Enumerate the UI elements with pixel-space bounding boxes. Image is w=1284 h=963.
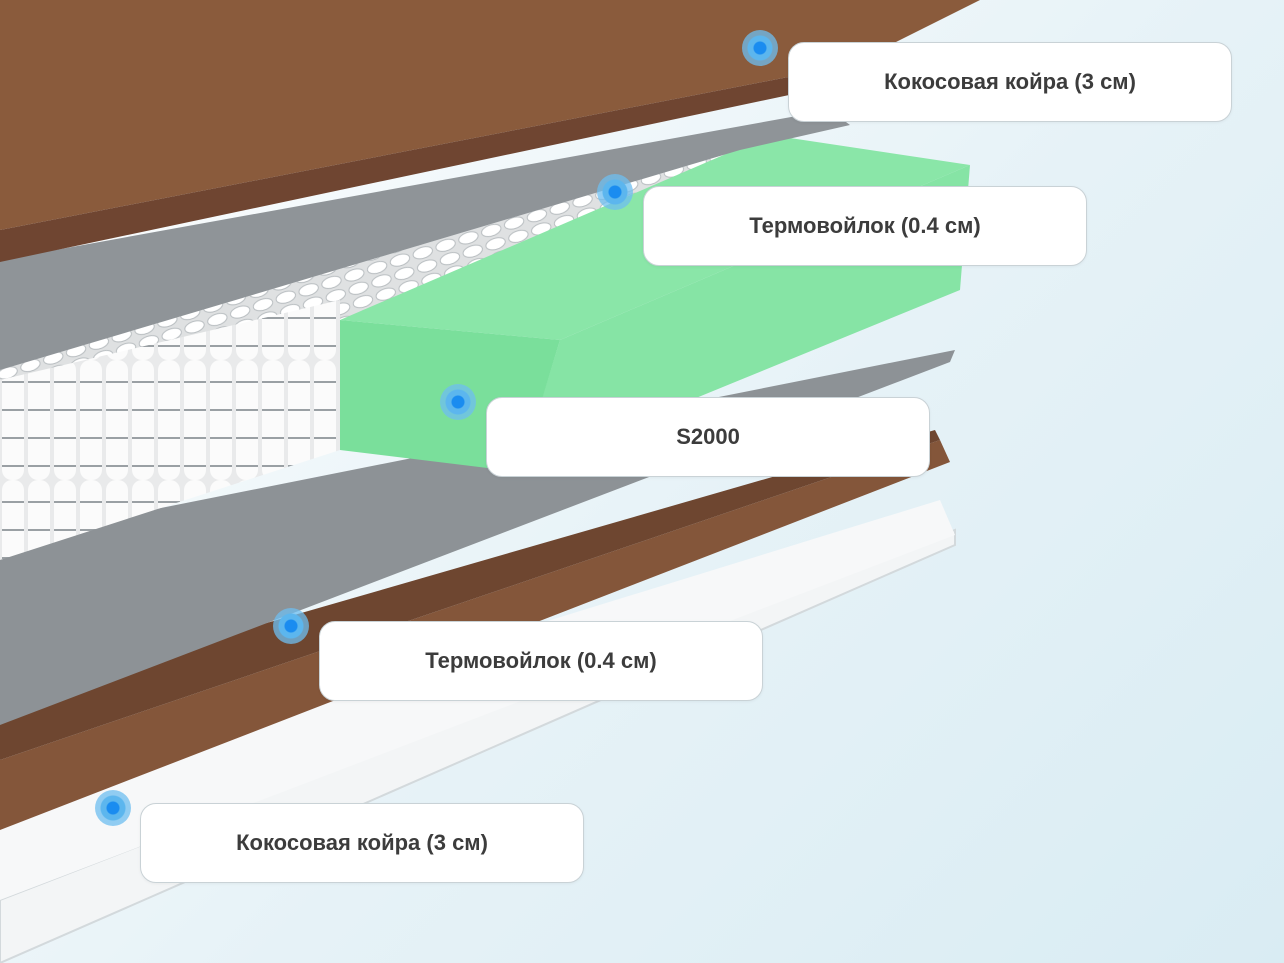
marker-dot-2[interactable] — [597, 174, 633, 210]
callout-spring-block: S2000 — [486, 397, 930, 477]
callout-felt-bottom: Термовойлок (0.4 см) — [319, 621, 763, 701]
marker-dot-4[interactable] — [273, 608, 309, 644]
marker-dot-1[interactable] — [742, 30, 778, 66]
callout-felt-top: Термовойлок (0.4 см) — [643, 186, 1087, 266]
callout-coir-bottom: Кокосовая койра (3 см) — [140, 803, 584, 883]
marker-dot-3[interactable] — [440, 384, 476, 420]
callout-coir-top: Кокосовая койра (3 см) — [788, 42, 1232, 122]
marker-dot-5[interactable] — [95, 790, 131, 826]
